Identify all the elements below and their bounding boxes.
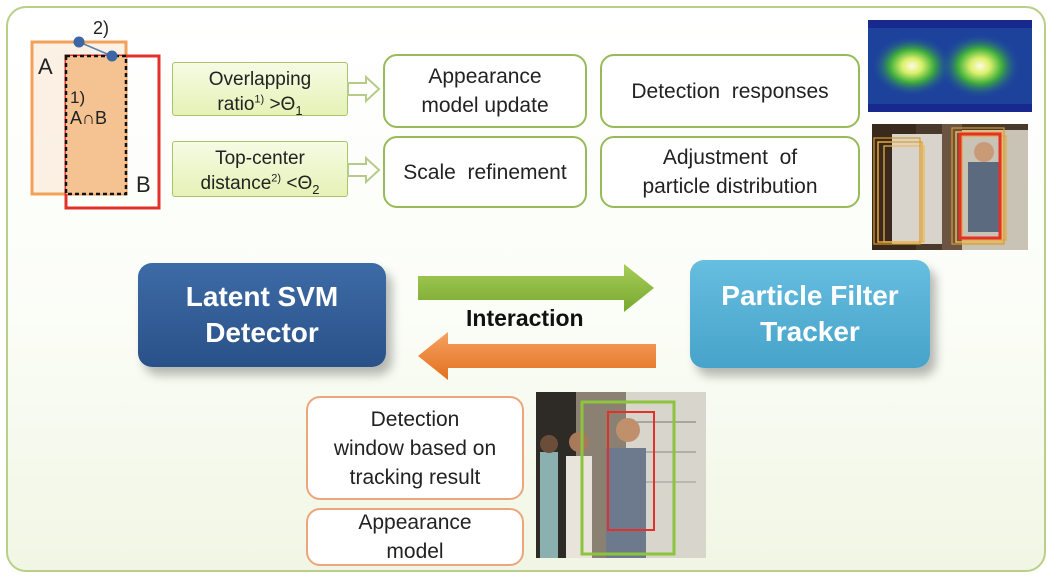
detection-photo bbox=[536, 392, 706, 558]
condition-top-center: Top-center distance2) <Θ2 bbox=[172, 141, 348, 197]
tracker-line1: Particle Filter bbox=[721, 280, 899, 311]
tracking-photo bbox=[872, 124, 1028, 250]
condition-top-center-line2: distance2) <Θ2 bbox=[200, 172, 320, 197]
arrow-right-small-1 bbox=[347, 74, 381, 104]
detection-window-line3: tracking result bbox=[349, 465, 481, 489]
label-1: 1) bbox=[70, 88, 86, 107]
interaction-label: Interaction bbox=[466, 305, 584, 331]
condition-overlap: Overlapping ratio1) >Θ1 bbox=[172, 62, 348, 118]
label-b: B bbox=[136, 172, 151, 197]
arrow-detector-to-tracker bbox=[418, 264, 654, 312]
arrow-right-small-2 bbox=[347, 155, 381, 185]
appearance-model-box: Appearance model bbox=[306, 508, 524, 566]
arrow-tracker-to-detector bbox=[418, 332, 656, 380]
intersection-area bbox=[64, 54, 128, 196]
effect-particle-adjustment: Adjustment of particle distribution bbox=[600, 136, 860, 208]
effect-particle-adjustment-line2: particle distribution bbox=[642, 175, 818, 198]
effect-detection-responses-line1: Detection responses bbox=[631, 79, 829, 103]
detector-line2: Detector bbox=[205, 317, 319, 348]
effect-detection-responses: Detection responses bbox=[600, 54, 860, 128]
effect-appearance-update: Appearance model update bbox=[383, 54, 587, 128]
effect-appearance-update-line2: model update bbox=[421, 94, 549, 117]
top-center-a-dot bbox=[73, 36, 85, 48]
label-a: A bbox=[38, 54, 53, 79]
heatmap-image bbox=[868, 20, 1032, 112]
detection-window-line2: window based on bbox=[333, 436, 497, 460]
effect-scale-refinement: Scale refinement bbox=[383, 136, 587, 208]
effect-scale-refinement-line1: Scale refinement bbox=[403, 160, 567, 184]
detector-line1: Latent SVM bbox=[185, 281, 339, 312]
top-center-b-dot bbox=[106, 50, 118, 62]
appearance-model-line2: model bbox=[386, 540, 444, 563]
condition-overlap-line2: ratio1) >Θ1 bbox=[217, 93, 303, 118]
label-2: 2) bbox=[93, 18, 110, 38]
effect-appearance-update-line1: Appearance bbox=[428, 65, 542, 88]
tracker-line2: Tracker bbox=[760, 316, 860, 347]
latent-svm-detector: Latent SVM Detector bbox=[138, 263, 386, 367]
effect-particle-adjustment-line1: Adjustment of bbox=[662, 146, 798, 169]
condition-top-center-line1: Top-center bbox=[215, 148, 305, 169]
particle-filter-tracker: Particle Filter Tracker bbox=[690, 260, 930, 368]
overlap-schematic bbox=[30, 36, 161, 210]
appearance-model-line1: Appearance bbox=[358, 511, 472, 534]
label-intersection: A∩B bbox=[70, 108, 107, 128]
top-center-link bbox=[78, 41, 113, 57]
detection-window-line1: Detection bbox=[370, 407, 460, 431]
detection-window-box: Detection window based on tracking resul… bbox=[306, 396, 524, 500]
condition-overlap-line1: Overlapping bbox=[208, 69, 312, 90]
